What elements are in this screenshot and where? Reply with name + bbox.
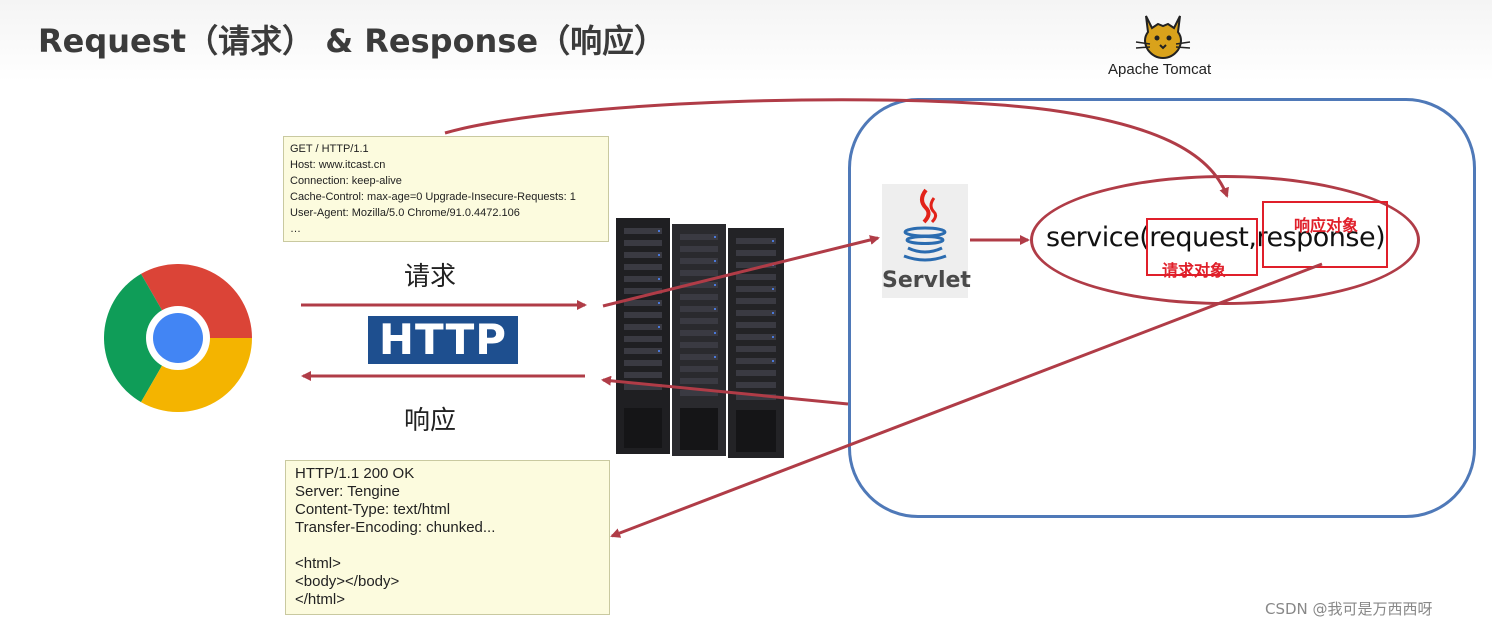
tomcat-to-server-arrow	[601, 375, 849, 406]
http-logo: HTTP	[368, 316, 518, 364]
server-to-servlet-arrow	[602, 235, 880, 308]
response-line: Server: Tengine	[295, 483, 400, 500]
chrome-browser-icon	[104, 264, 252, 412]
request-line: Host: www.itcast.cn	[290, 159, 386, 171]
request-line: Connection: keep-alive	[290, 175, 402, 187]
response-line: Transfer-Encoding: chunked...	[295, 519, 496, 536]
request-label: 请求	[404, 262, 457, 292]
request-line: GET / HTTP/1.1	[290, 143, 369, 155]
response-to-message-arrow	[610, 262, 1323, 538]
watermark: CSDN @我可是万西西呀	[1265, 600, 1433, 618]
response-label: 响应	[404, 406, 457, 436]
service-method-text: service(request,response)	[1046, 222, 1386, 253]
response-body-line: <body></body>	[295, 573, 400, 590]
request-line: …	[290, 223, 301, 235]
response-body-line: </html>	[295, 591, 346, 608]
tomcat-label: Apache Tomcat	[1108, 61, 1212, 78]
http-request-message: GET / HTTP/1.1 Host: www.itcast.cn Conne…	[283, 136, 609, 242]
tomcat-server-container	[848, 98, 1476, 518]
http-response-message: HTTP/1.1 200 OK Server: Tengine Content-…	[285, 460, 610, 615]
request-line: User-Agent: Mozilla/5.0 Chrome/91.0.4472…	[290, 207, 520, 219]
servlet-label: Servlet	[882, 268, 971, 293]
server-rack-icon	[616, 218, 784, 458]
servlet-icon: Servlet	[882, 184, 971, 298]
response-line: HTTP/1.1 200 OK	[295, 465, 415, 482]
java-cup-icon	[903, 188, 947, 262]
response-body-line: <html>	[295, 555, 341, 572]
header-band	[0, 0, 1492, 82]
request-object-highlight	[1146, 218, 1258, 276]
request-curve-arrow	[444, 98, 1229, 198]
response-line: Content-Type: text/html	[295, 501, 451, 518]
tomcat-cat-icon	[1135, 15, 1191, 60]
page-title: Request（请求） & Response（响应）	[38, 22, 667, 60]
request-line: Cache-Control: max-age=0 Upgrade-Insecur…	[290, 191, 576, 203]
service-method-ellipse	[1030, 175, 1420, 305]
request-object-label: 请求对象	[1162, 261, 1227, 280]
response-object-label: 响应对象	[1294, 216, 1359, 235]
response-object-highlight	[1262, 201, 1388, 268]
